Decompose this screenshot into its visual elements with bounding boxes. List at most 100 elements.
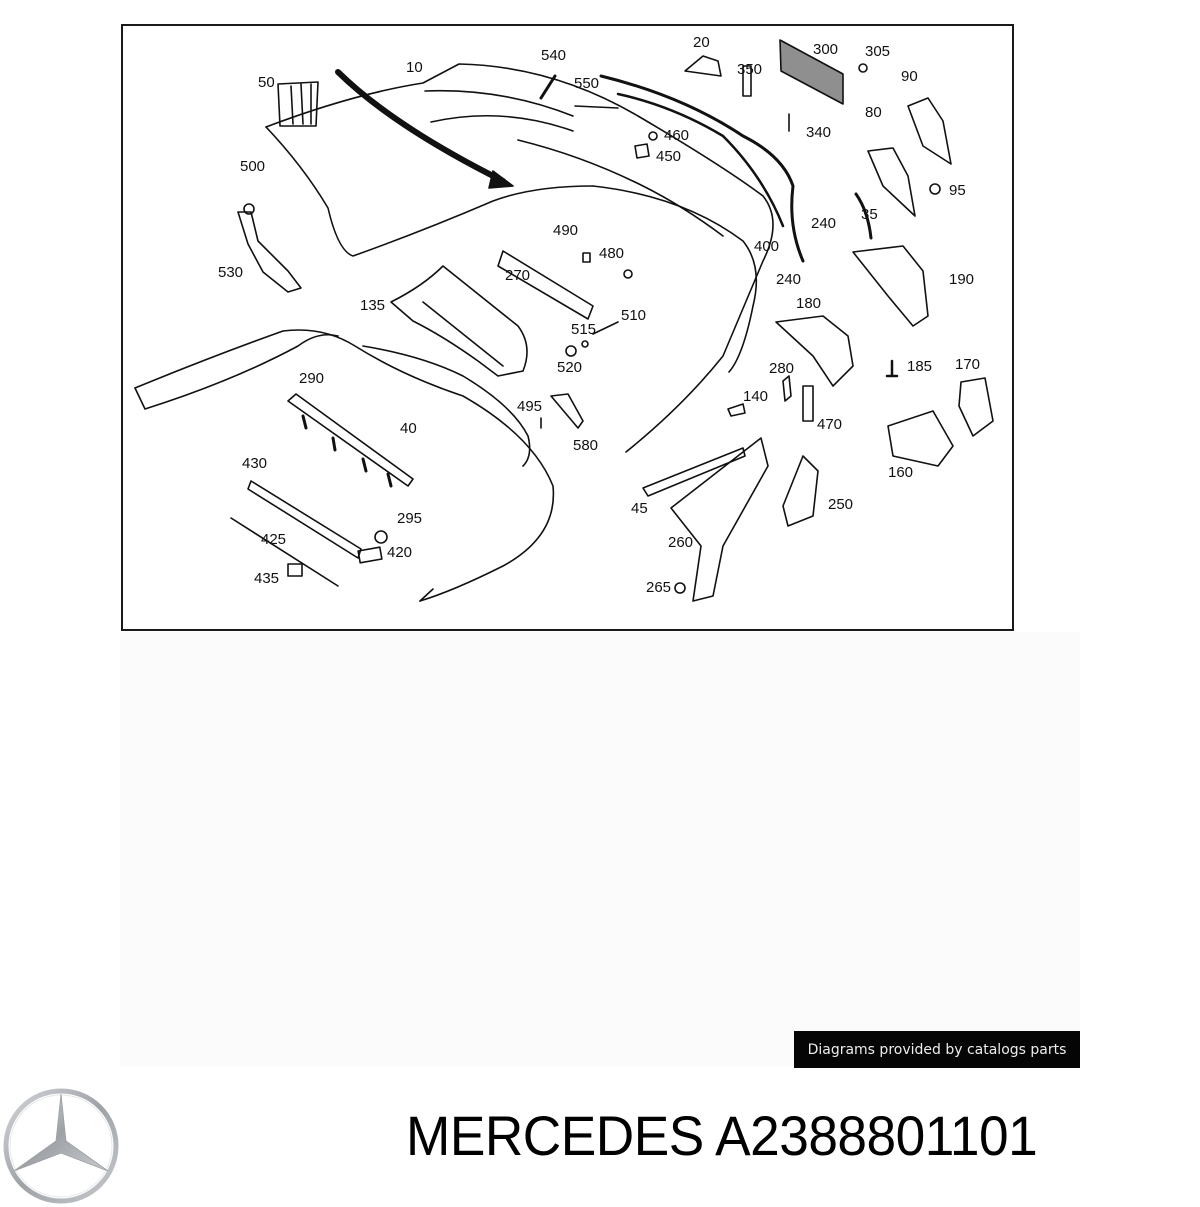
- part-295-nut: [374, 530, 388, 544]
- bumper-parts-illustration: [134, 39, 994, 602]
- callout-400: 400: [754, 238, 780, 255]
- part-90-cover: [907, 97, 952, 165]
- callout-340: 340: [806, 124, 832, 141]
- callout-250: 250: [828, 496, 854, 513]
- part-420-module: [357, 546, 383, 564]
- part-240-molding: [616, 92, 785, 228]
- part-435-clip: [287, 563, 303, 577]
- part-520-nut: [565, 345, 577, 357]
- part-20-cover: [684, 55, 722, 77]
- callout-10: 10: [406, 59, 423, 76]
- callout-495: 495: [517, 398, 543, 415]
- callout-430: 430: [242, 455, 268, 472]
- part-280-bracket: [782, 375, 792, 402]
- callout-305: 305: [865, 43, 891, 60]
- mercedes-star-icon: [3, 1088, 119, 1204]
- lower-bumper-outline: [134, 329, 555, 602]
- part-190-bracket: [852, 245, 929, 327]
- product-title: MERCEDES A2388801101: [406, 1104, 1038, 1167]
- part-550-rivet: [574, 105, 619, 109]
- callout-580: 580: [573, 437, 599, 454]
- callout-90: 90: [901, 68, 918, 85]
- part-430-strip: [247, 480, 362, 559]
- callout-425: 425: [261, 531, 287, 548]
- callout-520: 520: [557, 359, 583, 376]
- callout-180: 180: [796, 295, 822, 312]
- part-490-clip: [582, 252, 591, 263]
- part-290-grille: [287, 393, 414, 487]
- callout-435: 435: [254, 570, 280, 587]
- part-450-clip: [634, 143, 650, 159]
- callout-300: 300: [813, 41, 839, 58]
- callout-270: 270: [505, 267, 531, 284]
- callout-295: 295: [397, 510, 423, 527]
- part-510-bolt: [592, 321, 619, 335]
- callout-170: 170: [955, 356, 981, 373]
- callout-540: 540: [541, 47, 567, 64]
- part-305-screw: [858, 63, 868, 73]
- callout-470: 470: [817, 416, 843, 433]
- part-270-bar: [497, 250, 594, 320]
- callout-190: 190: [949, 271, 975, 288]
- callout-280: 280: [769, 360, 795, 377]
- callout-140: 140: [743, 388, 769, 405]
- callout-420: 420: [387, 544, 413, 561]
- callout-80: 80: [865, 104, 882, 121]
- callout-350: 350: [737, 61, 763, 78]
- callout-515: 515: [571, 321, 597, 338]
- exploded-parts-diagram: 10 20 35 40 45 50 80 90 95 135 140 160 1…: [121, 24, 1014, 631]
- part-480-nut: [623, 269, 633, 279]
- part-185-bolt: [885, 359, 899, 378]
- part-95-nut: [929, 183, 941, 195]
- callout-480: 480: [599, 245, 625, 262]
- part-425-cable: [230, 517, 339, 587]
- callout-35: 35: [861, 206, 878, 223]
- callout-160: 160: [888, 464, 914, 481]
- diagram-credit-badge: Diagrams provided by catalogs parts: [794, 1031, 1080, 1068]
- part-265-nut: [674, 582, 686, 594]
- part-470-block: [802, 385, 814, 422]
- callout-240-upper: 240: [811, 215, 837, 232]
- callout-460: 460: [664, 127, 690, 144]
- callout-530: 530: [218, 264, 244, 281]
- part-135-carrier: [390, 265, 528, 377]
- callout-185: 185: [907, 358, 933, 375]
- part-580-trim: [550, 393, 584, 429]
- callout-95: 95: [949, 182, 966, 199]
- part-530-bracket: [237, 211, 302, 293]
- part-250-bracket: [782, 455, 819, 527]
- part-260-bracket: [670, 437, 769, 602]
- part-540-trim: [539, 74, 557, 100]
- part-140-clip: [727, 403, 746, 417]
- callout-135: 135: [360, 297, 386, 314]
- callout-490: 490: [553, 222, 579, 239]
- callout-20: 20: [693, 34, 710, 51]
- part-400-molding: [599, 74, 805, 263]
- diagram-canvas-background: [120, 632, 1080, 1067]
- callout-265: 265: [646, 579, 672, 596]
- callout-510: 510: [621, 307, 647, 324]
- part-180-bracket: [775, 315, 854, 387]
- part-50-insert: [277, 81, 319, 127]
- part-45-strip: [642, 447, 746, 497]
- callout-40: 40: [400, 420, 417, 437]
- callout-260: 260: [668, 534, 694, 551]
- bumper-cover-outline: [265, 63, 774, 453]
- credit-text: Diagrams provided by catalogs parts: [807, 1041, 1067, 1058]
- callout-500: 500: [240, 158, 266, 175]
- part-160-duct: [887, 410, 954, 467]
- callout-240-lower: 240: [776, 271, 802, 288]
- callout-550: 550: [574, 75, 600, 92]
- callout-290: 290: [299, 370, 325, 387]
- part-170-frame: [958, 377, 994, 437]
- callout-50: 50: [258, 74, 275, 91]
- part-350-clip: [742, 65, 752, 97]
- part-80-cover: [867, 147, 916, 217]
- part-460-nut: [648, 131, 658, 141]
- part-515-washer: [581, 340, 589, 348]
- assembly-arrow: [335, 69, 506, 184]
- part-300-mesh: [779, 39, 844, 105]
- part-35-strip: [854, 192, 873, 240]
- callout-45: 45: [631, 500, 648, 517]
- part-500-screw: [243, 203, 255, 215]
